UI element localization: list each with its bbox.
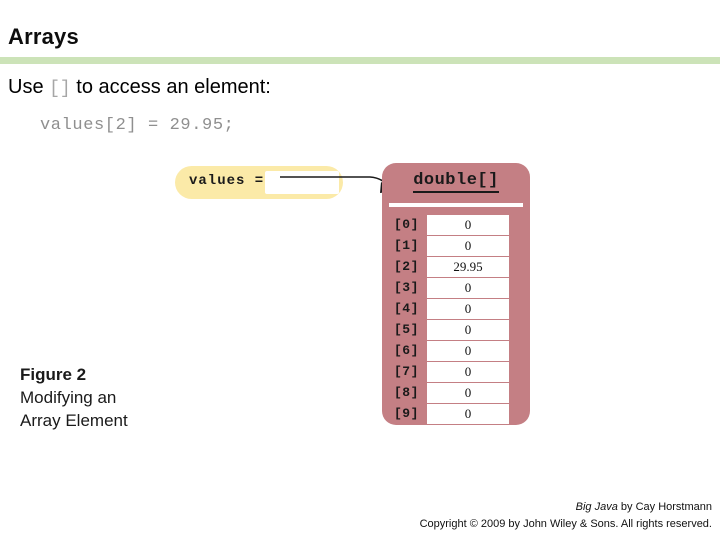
array-row-value: 0 — [427, 341, 509, 361]
array-row-index: [0] — [394, 217, 419, 232]
header-separator — [389, 203, 523, 207]
array-row: [2] 29.95 — [382, 257, 530, 277]
array-row: [9] 0 — [382, 404, 530, 424]
array-row: [5] 0 — [382, 320, 530, 340]
footer: Big Java by Cay Horstmann Copyright © 20… — [420, 499, 712, 532]
array-row-index: [2] — [394, 259, 419, 274]
page-title: Arrays — [8, 24, 79, 49]
array-row: [0] 0 — [382, 215, 530, 235]
array-row-value: 0 — [427, 215, 509, 235]
array-row-value: 0 — [427, 236, 509, 256]
variable-reference-box: values = — [175, 166, 343, 199]
array-row-index: [8] — [394, 385, 419, 400]
array-row-index: [9] — [394, 406, 419, 421]
array-row-index: [3] — [394, 280, 419, 295]
figure-description-line2: Array Element — [20, 410, 128, 430]
array-row-value: 0 — [427, 320, 509, 340]
array-row-index: [7] — [394, 364, 419, 379]
array-row-index: [4] — [394, 301, 419, 316]
array-row-value: 0 — [427, 383, 509, 403]
array-row-index: [5] — [394, 322, 419, 337]
array-row-value: 29.95 — [427, 257, 509, 277]
book-byline: by Cay Horstmann — [617, 501, 712, 513]
array-row-value: 0 — [427, 362, 509, 382]
array-object-box: double[] [0]0[1]0[2]29.95[3]0[4]0[5]0[6]… — [382, 163, 530, 425]
array-row: [3] 0 — [382, 278, 530, 298]
array-row-value: 0 — [427, 278, 509, 298]
variable-value-slot — [265, 171, 339, 194]
array-row: [8] 0 — [382, 383, 530, 403]
lead-sentence: Use [] to access an element: — [8, 76, 271, 99]
array-row: [6] 0 — [382, 341, 530, 361]
figure-caption: Figure 2 Modifying an Array Element — [20, 364, 128, 433]
array-row-index: [1] — [394, 238, 419, 253]
array-row: [4] 0 — [382, 299, 530, 319]
figure-label: Figure 2 — [20, 365, 87, 384]
lead-text-after: to access an element: — [70, 76, 271, 98]
lead-text-before: Use — [8, 76, 50, 98]
code-snippet: values[2] = 29.95; — [40, 116, 235, 135]
array-row: [7] 0 — [382, 362, 530, 382]
figure-description-line1: Modifying an — [20, 387, 117, 407]
array-row-value: 0 — [427, 404, 509, 424]
array-row-value: 0 — [427, 299, 509, 319]
variable-name-label: values = — [189, 173, 265, 189]
array-row-index: [6] — [394, 343, 419, 358]
footer-attribution: Big Java by Cay Horstmann — [420, 499, 712, 516]
book-title: Big Java — [575, 501, 618, 513]
footer-copyright: Copyright © 2009 by John Wiley & Sons. A… — [419, 517, 712, 530]
bracket-token: [] — [49, 79, 71, 99]
array-type-label: double[] — [382, 171, 530, 193]
array-row: [1] 0 — [382, 236, 530, 256]
title-divider — [0, 57, 720, 64]
array-rows-container: [0] 0 [1] 0 [2] 29.95 [3] 0 [4] 0 [5] 0 [6] 0 [7] 0 [8] 0… — [382, 215, 530, 425]
